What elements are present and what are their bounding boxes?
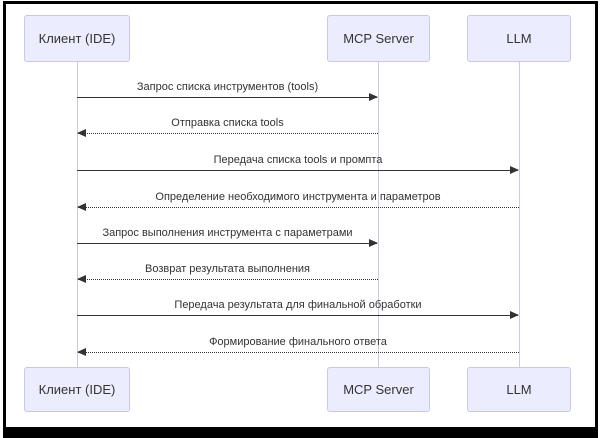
arrowhead-icon <box>77 348 86 356</box>
actor-box-mcp-server-bottom: MCP Server <box>327 367 430 412</box>
message-arrow <box>77 166 519 174</box>
arrowhead-icon <box>77 275 86 283</box>
arrowhead-icon <box>510 311 519 319</box>
message-label: Передача списка tools и промпта <box>213 154 383 166</box>
actor-label: LLM <box>506 382 532 397</box>
message-arrow <box>77 129 378 137</box>
message-label: Запрос списка инструментов (tools) <box>136 81 319 93</box>
message-arrow <box>77 275 378 283</box>
message-label: Отправка списка tools <box>171 117 284 129</box>
message-arrow <box>77 203 519 211</box>
actor-box-client-bottom: Клиент (IDE) <box>24 367 130 412</box>
arrowhead-icon <box>369 239 378 247</box>
message-label: Передача результата для финальной обрабо… <box>174 299 422 311</box>
arrowhead-icon <box>369 93 378 101</box>
actor-box-mcp-server-top: MCP Server <box>327 15 430 62</box>
message-label: Запрос выполнения инструмента с параметр… <box>102 227 353 239</box>
message-arrow <box>77 348 519 356</box>
arrowhead-icon <box>77 129 86 137</box>
message-arrow <box>77 93 378 101</box>
message-label: Возврат результата выполнения <box>144 263 311 275</box>
actor-label: Клиент (IDE) <box>38 31 116 46</box>
actor-label: MCP Server <box>343 382 414 397</box>
lifeline-client <box>77 62 78 367</box>
message-arrow <box>77 239 378 247</box>
message-label: Формирование финального ответа <box>209 336 387 348</box>
actor-box-llm-top: LLM <box>467 15 571 62</box>
message-arrow <box>77 311 519 319</box>
lifeline-llm <box>519 62 520 367</box>
actor-label: LLM <box>506 31 532 46</box>
arrowhead-icon <box>510 166 519 174</box>
lifeline-mcp-server <box>378 62 379 367</box>
arrowhead-icon <box>77 203 86 211</box>
actor-label: MCP Server <box>343 31 414 46</box>
actor-label: Клиент (IDE) <box>38 382 116 397</box>
actor-box-llm-bottom: LLM <box>467 367 571 412</box>
actor-box-client-top: Клиент (IDE) <box>24 15 130 62</box>
message-label: Определение необходимого инструмента и п… <box>155 191 441 203</box>
